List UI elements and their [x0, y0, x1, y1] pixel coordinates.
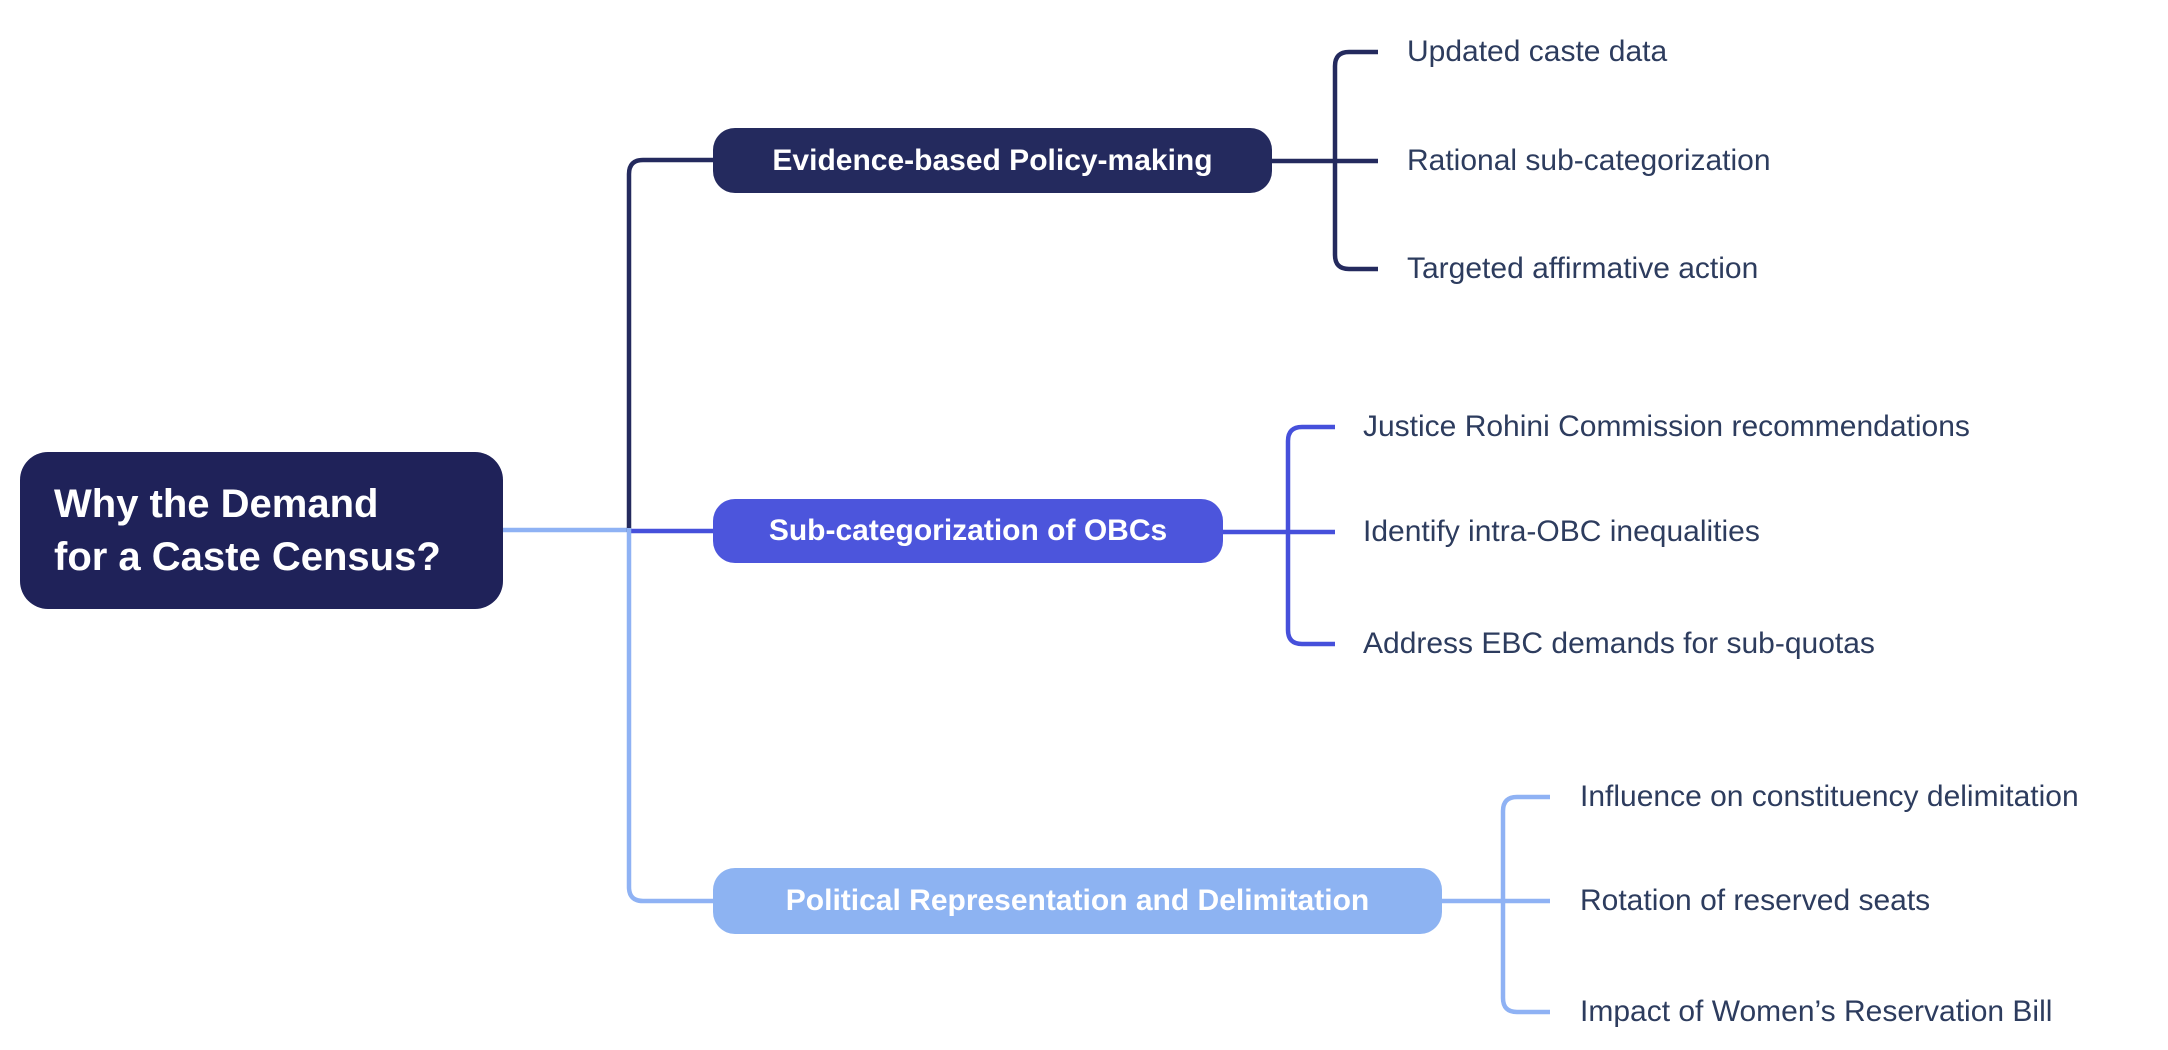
connector-trunk-branch-1 [626, 157, 713, 532]
child-label-updated-caste-data[interactable]: Updated caste data [1407, 35, 1668, 68]
child-label-intra-obc-inequalities[interactable]: Identify intra-OBC inequalities [1363, 515, 1760, 548]
connector-branch-3-children [1442, 794, 1550, 1015]
child-label-justice-rohini-commission[interactable]: Justice Rohini Commission recommendation… [1363, 410, 1970, 443]
root-node-label-line-1: Why the Demand [54, 481, 379, 526]
branch-node-sub-categorization-of-obcs[interactable]: Sub-categorization of OBCs [713, 499, 1223, 563]
child-label-rational-sub-categorization[interactable]: Rational sub-categorization [1407, 144, 1771, 177]
child-label-rotation-reserved-seats[interactable]: Rotation of reserved seats [1580, 884, 1931, 917]
branch-node-label: Evidence-based Policy-making [772, 143, 1213, 177]
child-label-ebc-demands-sub-quotas[interactable]: Address EBC demands for sub-quotas [1363, 627, 1875, 660]
child-label-womens-reservation-bill[interactable]: Impact of Women’s Reservation Bill [1580, 995, 2053, 1028]
branch-node-label: Sub-categorization of OBCs [768, 514, 1168, 547]
branch-node-political-representation[interactable]: Political Representation and Delimitatio… [713, 868, 1442, 934]
connector-branch-2-children [1223, 424, 1335, 647]
branch-node-evidence-based-policy-making[interactable]: Evidence-based Policy-making [713, 128, 1272, 193]
connector-trunk-branch-3 [626, 528, 713, 904]
root-node[interactable]: Why the Demand for a Caste Census? [20, 452, 503, 609]
connector-branch-1-children [1272, 49, 1378, 272]
root-node-label-line-2: for a Caste Census? [54, 534, 441, 579]
child-label-targeted-affirmative-action[interactable]: Targeted affirmative action [1407, 252, 1759, 285]
child-label-constituency-delimitation[interactable]: Influence on constituency delimitation [1580, 780, 2079, 813]
branch-node-label: Political Representation and Delimitatio… [785, 884, 1370, 917]
